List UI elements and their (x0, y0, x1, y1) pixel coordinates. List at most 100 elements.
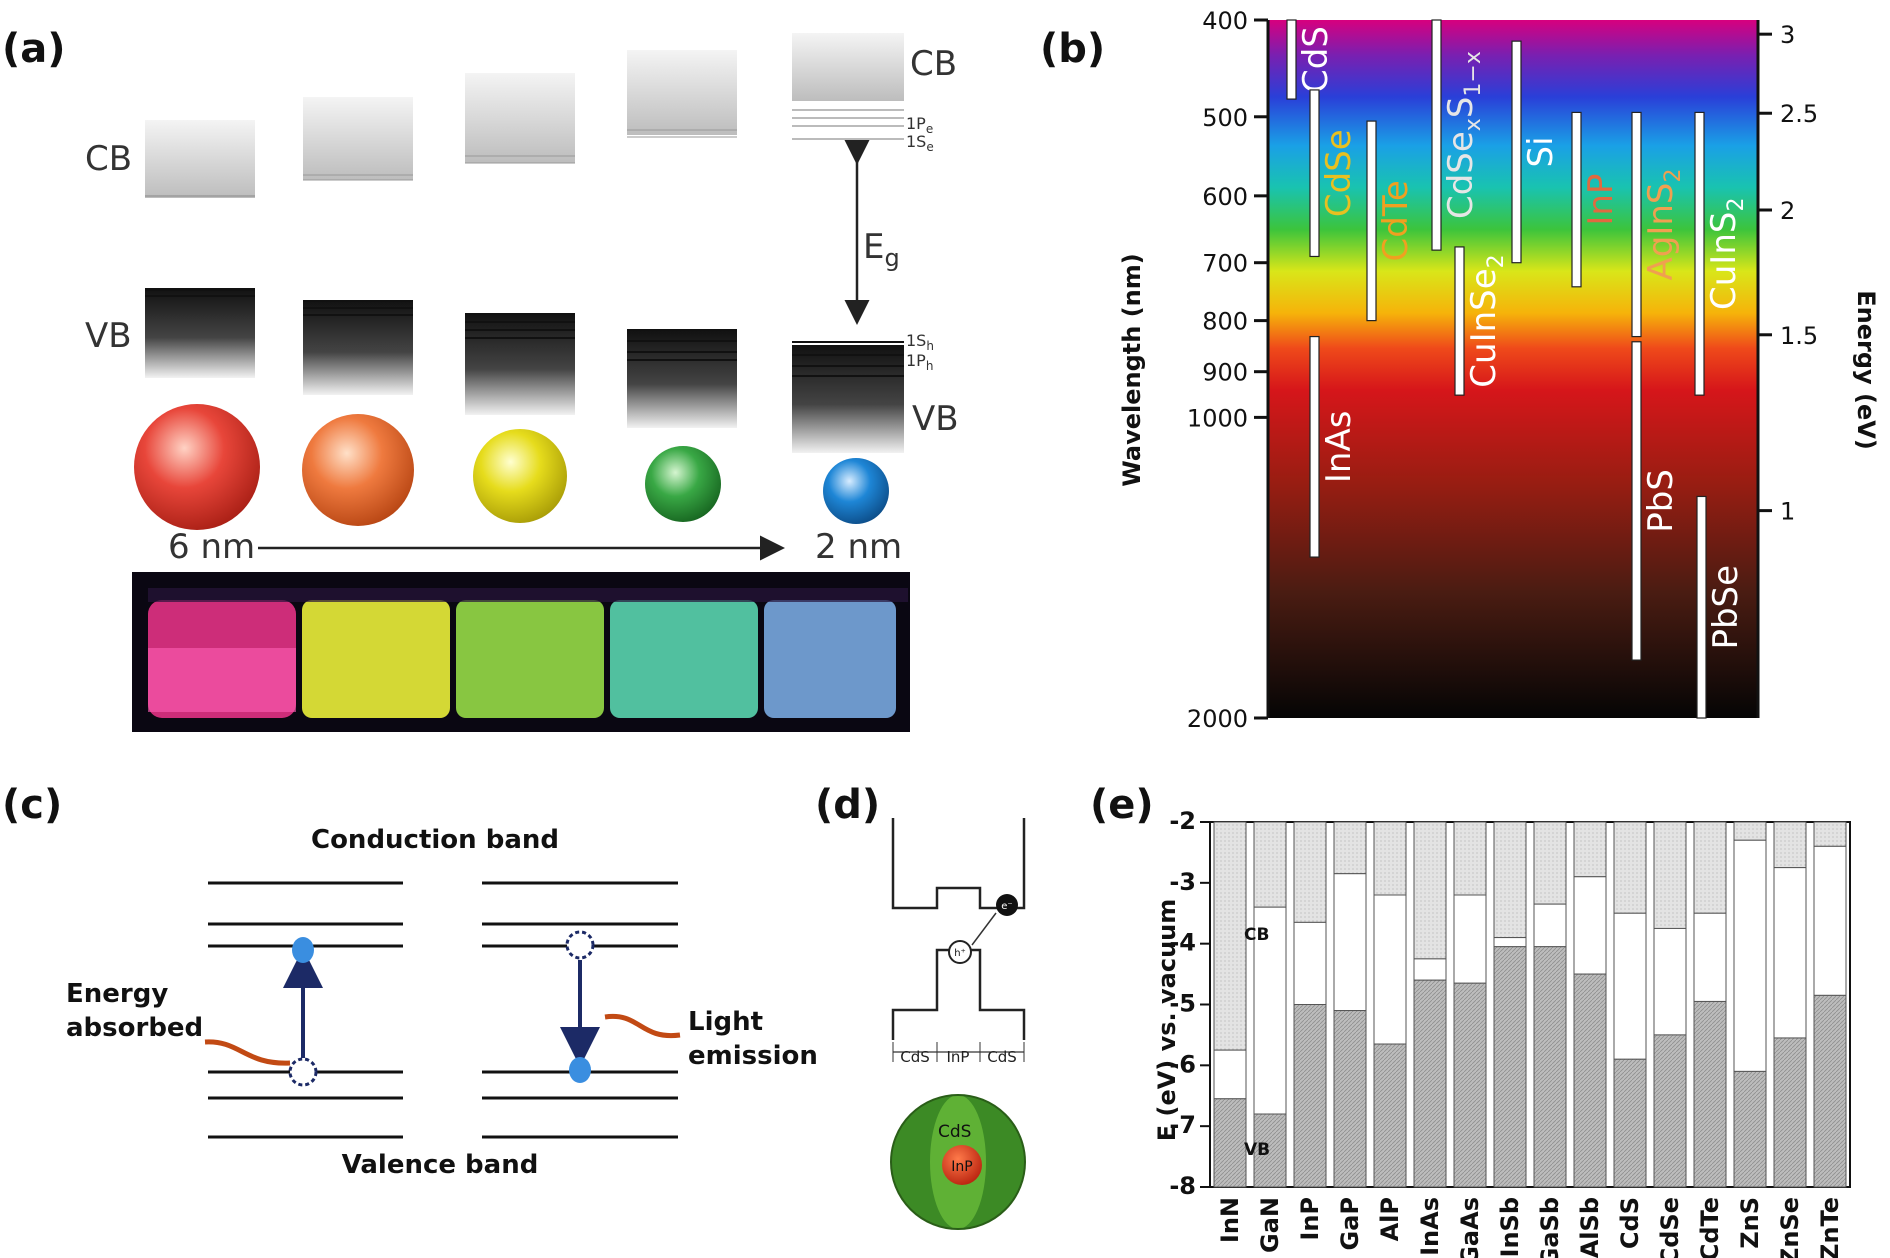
material-range-label: CdSexS1−x (1441, 51, 1486, 219)
energy-axis: 32.521.51 (1758, 21, 1818, 526)
y-tick-label: -7 (1169, 1111, 1196, 1139)
light-emission-line2: emission (688, 1041, 818, 1071)
svg-text:1Pe: 1Pe (906, 114, 933, 136)
material-range-bar (1286, 19, 1297, 100)
valence-region-bar (1533, 946, 1567, 1188)
wavelength-tick-label: 2000 (1187, 705, 1248, 733)
bandgap-bar (1413, 958, 1447, 981)
conduction-region-bar (1453, 821, 1487, 896)
size-label-6nm: 6 nm (168, 527, 255, 567)
svg-text:1Ph: 1Ph (906, 351, 933, 373)
material-range-label: PbSe (1706, 565, 1746, 650)
energy-levels-right (482, 881, 678, 1139)
y-tick-label: -5 (1169, 990, 1196, 1018)
energy-axis-label: Energy (eV) (1852, 290, 1880, 450)
band-edge-bars (1213, 821, 1847, 1188)
conduction-region-bar (1373, 821, 1407, 896)
material-label: GaSb (1536, 1197, 1564, 1258)
valence-region-bar (1493, 946, 1527, 1188)
band-diagram-2nm (792, 33, 904, 453)
valence-region-bar (1253, 1113, 1287, 1188)
hole-label: h⁺ (954, 948, 966, 959)
panel-b-label: (b) (1040, 26, 1105, 72)
bandgap-bar (1293, 921, 1327, 1005)
panel-c: (c) Conduction band Valence band Energy … (2, 782, 818, 1180)
y-tick-label: -8 (1169, 1172, 1196, 1200)
shell-label: CdS (938, 1122, 971, 1142)
conduction-region-bar (1773, 821, 1807, 869)
panel-e-label: (e) (1090, 782, 1154, 828)
conduction-region-bar (1693, 821, 1727, 914)
valence-region-bar (1573, 973, 1607, 1188)
material-label: ZnS (1736, 1197, 1764, 1249)
energy-levels-left (208, 881, 403, 1139)
quantum-dot-yellow (473, 429, 567, 523)
bandgap-bar (1773, 867, 1807, 1039)
valence-band-block (465, 313, 575, 415)
material-range-bar (1309, 89, 1320, 258)
light-emission-line1: Light (688, 1007, 763, 1037)
bandgap-bar (1613, 912, 1647, 1060)
bandgap-bar (1493, 937, 1527, 948)
material-range-bar (1309, 335, 1320, 558)
material-range-bar (1366, 120, 1377, 322)
valence-region-bar (1293, 1004, 1327, 1188)
electron (996, 894, 1018, 916)
valence-region-bar (1773, 1037, 1807, 1188)
quantum-dot-green (645, 446, 721, 522)
wavelength-tick-label: 500 (1202, 104, 1248, 132)
panel-e: (e) E (eV) vs. vacuum -2-3-4-5-6-7-8 InN… (1090, 782, 1851, 1258)
hole-right (565, 930, 595, 960)
hole (948, 940, 972, 964)
vial-blue (764, 600, 896, 718)
valence-region-bar (1733, 1070, 1767, 1188)
panel-d-label: (d) (815, 782, 880, 828)
material-label: GaN (1256, 1197, 1284, 1253)
region-label-cds-left: CdS (900, 1048, 930, 1066)
wavelength-tick-label: 900 (1202, 359, 1248, 387)
bandgap-bar (1653, 927, 1687, 1036)
conduction-band-label: Conduction band (311, 825, 559, 855)
region-label-cds-right: CdS (987, 1048, 1017, 1066)
conduction-band-block (792, 33, 904, 101)
conduction-region-bar (1293, 821, 1327, 923)
region-label-inp: InP (947, 1048, 970, 1066)
valence-region-bar (1613, 1058, 1647, 1188)
material-label: CdSe (1656, 1197, 1684, 1258)
conduction-region-bar (1493, 821, 1527, 939)
electron-label: e⁻ (1001, 901, 1012, 912)
material-label: CdTe (1696, 1197, 1724, 1258)
material-range-bar (1431, 19, 1442, 251)
material-range-label: CdSe (1319, 129, 1359, 217)
core-label: InP (951, 1159, 972, 1175)
vb-label-right: VB (912, 399, 959, 439)
energy-tick-label: 2.5 (1780, 100, 1818, 128)
y-tick-label: -6 (1169, 1050, 1196, 1078)
valence-region-bar (1693, 1000, 1727, 1188)
material-label: AlSb (1576, 1197, 1604, 1258)
level-label-1se: 1Se (906, 132, 934, 154)
material-label: AlP (1376, 1197, 1404, 1241)
conduction-region-bar (1333, 821, 1367, 875)
vb-label-left: VB (85, 316, 132, 356)
cb-tag: CB (1244, 925, 1269, 945)
quantum-dot-red (134, 404, 260, 530)
wavelength-tick-label: 1000 (1187, 404, 1248, 432)
wavelength-tick-label: 800 (1202, 308, 1248, 336)
level-label-1ph: 1Ph (906, 351, 933, 373)
y-tick-label: -2 (1169, 807, 1196, 835)
wavelength-axis-label: Wavelength (nm) (1118, 253, 1146, 486)
bandgap-bar (1373, 894, 1407, 1045)
material-label: InSb (1496, 1197, 1524, 1257)
valence-region-bar (1213, 1098, 1247, 1188)
panel-c-label: (c) (2, 782, 62, 828)
energy-absorbed-line1: Energy (66, 979, 168, 1009)
material-range-bar (1511, 40, 1522, 264)
bandgap-bar (1533, 903, 1567, 948)
energy-tick-label: 3 (1780, 21, 1795, 49)
e-axis: -2-3-4-5-6-7-8 (1169, 807, 1851, 1200)
valence-region-bar (1413, 979, 1447, 1188)
exciton-link (971, 912, 997, 946)
